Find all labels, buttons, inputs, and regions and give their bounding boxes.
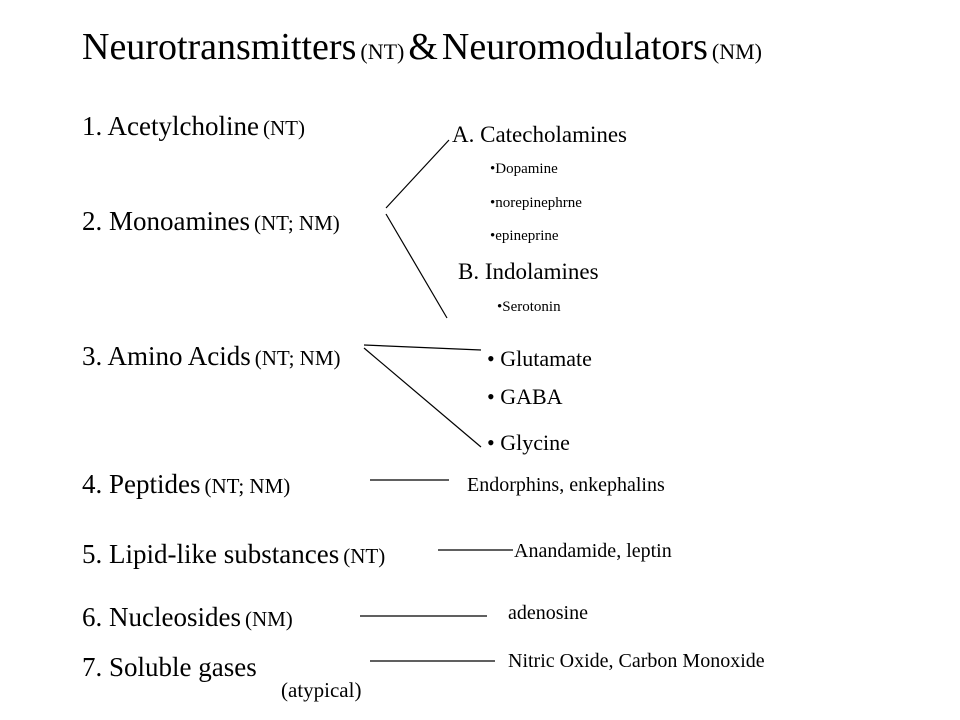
peptides-examples: Endorphins, enkephalins — [467, 474, 665, 496]
amino-acid-item: • Glutamate — [487, 346, 592, 371]
lipid-examples: Anandamide, leptin — [514, 540, 672, 562]
category-monoamines: 2. Monoamines (NT; NM) — [82, 208, 340, 235]
category-tag: (NT; NM) — [204, 474, 291, 498]
title-main-1: Neurotransmitters — [82, 26, 357, 68]
gas-examples: Nitric Oxide, Carbon Monoxide — [508, 650, 765, 672]
category-tag: (NT; NM) — [254, 211, 340, 235]
category-soluble-gases: 7. Soluble gases — [82, 652, 257, 682]
category-name: 1. Acetylcholine — [82, 111, 259, 141]
category-name: 5. Lipid-like substances — [82, 539, 340, 569]
category-tag: (NT; NM) — [254, 346, 341, 370]
title-tag-2: (NM) — [711, 39, 762, 64]
title-ampersand: & — [408, 26, 438, 68]
indolamines-heading: B. Indolamines — [458, 259, 599, 284]
category-tag: (NM) — [244, 607, 293, 631]
catecholamine-item: •norepinephrne — [490, 195, 582, 211]
amino-acid-item: • GABA — [487, 384, 563, 409]
title-tag-1: (NT) — [360, 39, 405, 64]
line-amino-glycine — [363, 347, 482, 448]
category-acetylcholine: 1. Acetylcholine (NT) — [82, 113, 305, 140]
indolamine-item: •Serotonin — [497, 299, 561, 315]
page-title: Neurotransmitters (NT) & Neuromodulators… — [82, 28, 762, 66]
catecholamines-heading: A. Catecholamines — [452, 122, 628, 147]
category-name: 4. Peptides — [82, 469, 201, 499]
category-nucleosides: 6. Nucleosides (NM) — [82, 604, 293, 631]
line-amino-glutamate — [363, 344, 482, 351]
category-peptides: 4. Peptides (NT; NM) — [82, 471, 290, 498]
line-monoamines-catecholamines — [385, 139, 450, 209]
catecholamine-item: •Dopamine — [490, 161, 558, 177]
category-tag: (NT) — [262, 116, 305, 140]
title-main-2: Neuromodulators — [441, 26, 708, 68]
category-name: 2. Monoamines — [82, 206, 250, 236]
amino-acid-item: • Glycine — [487, 430, 570, 455]
category-name: 3. Amino Acids — [82, 341, 251, 371]
category-tag: (NT) — [343, 544, 386, 568]
catecholamine-item: •epineprine — [490, 228, 559, 244]
category-amino-acids: 3. Amino Acids (NT; NM) — [82, 343, 341, 370]
category-name: 6. Nucleosides — [82, 602, 241, 632]
line-monoamines-indolamines — [385, 213, 448, 319]
category-soluble-gases-tag: (atypical) — [281, 678, 362, 702]
category-lipid-like: 5. Lipid-like substances (NT) — [82, 541, 385, 568]
nucleoside-examples: adenosine — [508, 602, 588, 624]
